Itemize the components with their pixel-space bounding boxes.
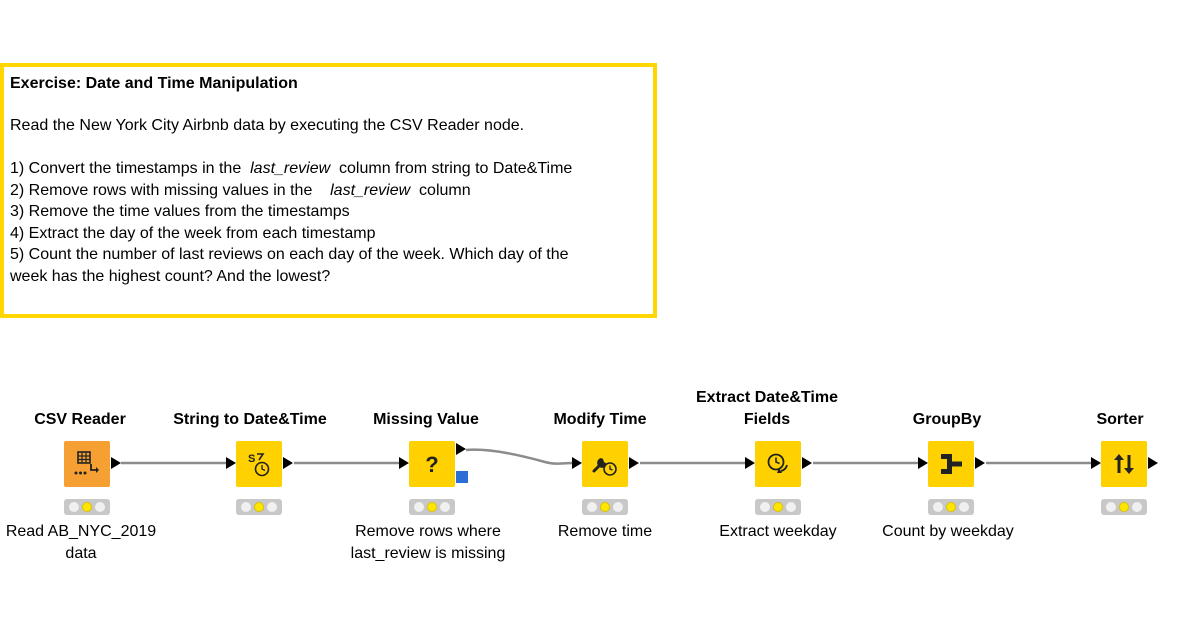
annotation-title: Exercise: Date and Time Manipulation [10,75,298,92]
status-extract-datetime [755,499,801,515]
node-title-modify-time[interactable]: Modify Time [553,411,647,428]
extract-datetime-icon [767,453,788,473]
node-string-to-datetime[interactable]: S [236,441,282,487]
node-title-sorter[interactable]: Sorter [1096,411,1144,428]
node-title-string-to-datetime[interactable]: String to Date&Time [173,411,327,428]
status-sorter [1101,499,1147,515]
node-csv-reader[interactable] [64,441,110,487]
svg-text:S: S [248,453,255,465]
status-csv-reader [64,499,110,515]
status-modify-time [582,499,628,515]
svg-text:?: ? [425,452,438,477]
status-missing-value [409,499,455,515]
output-port-string-to-datetime[interactable] [283,457,293,469]
node-modify-time[interactable] [582,441,628,487]
node-title-missing-value[interactable]: Missing Value [373,411,479,428]
annotation-step-3: 3) Remove the time values from the times… [10,203,350,220]
question-mark-icon: ? [425,452,438,477]
node-extract-datetime[interactable] [755,441,801,487]
input-port-string-to-datetime[interactable] [226,457,236,469]
annotation-step-1: 1) Convert the timestamps in the last_re… [10,160,573,177]
status-groupby [928,499,974,515]
node-sorter[interactable] [1101,441,1147,487]
input-port-extract-datetime[interactable] [745,457,755,469]
string-to-datetime-icon: S [248,453,270,477]
workflow-annotation[interactable]: Exercise: Date and Time Manipulation Rea… [0,63,657,318]
input-port-groupby[interactable] [918,457,928,469]
status-string-to-datetime [236,499,282,515]
output-port-missing-value[interactable] [456,443,466,455]
sort-arrows-icon [1114,454,1134,474]
node-label-extract-datetime[interactable]: Extract weekday [719,523,837,540]
node-missing-value[interactable]: ? [409,441,455,487]
output-port-extract-datetime[interactable] [802,457,812,469]
output-port-groupby[interactable] [975,457,985,469]
node-label-groupby[interactable]: Count by weekday [882,523,1014,540]
annotation-step-4: 4) Extract the day of the week from each… [10,224,376,242]
csv-reader-icon [74,451,99,475]
modify-time-icon [592,458,617,476]
annotation-steps: 1) Convert the timestamps in the last_re… [10,158,572,287]
input-port-sorter[interactable] [1091,457,1101,469]
output-port-modify-time[interactable] [629,457,639,469]
node-label-modify-time[interactable]: Remove time [557,523,653,540]
groupby-icon [941,454,962,474]
input-port-missing-value[interactable] [399,457,409,469]
pmml-port-missing-value[interactable] [456,471,468,483]
node-title-csv-reader[interactable]: CSV Reader [34,411,126,428]
input-port-modify-time[interactable] [572,457,582,469]
output-port-csv-reader[interactable] [111,457,121,469]
annotation-step-2: 2) Remove rows with missing values in th… [10,181,471,199]
connection-missing-to-modify[interactable] [465,448,573,465]
node-groupby[interactable] [928,441,974,487]
node-title-groupby[interactable]: GroupBy [912,411,982,428]
output-port-sorter[interactable] [1148,457,1158,469]
annotation-step-5a: 5) Count the number of last reviews on e… [10,246,569,263]
annotation-step-5b: week has the highest count? And the lowe… [10,267,331,285]
annotation-intro: Read the New York City Airbnb data by ex… [10,117,525,134]
